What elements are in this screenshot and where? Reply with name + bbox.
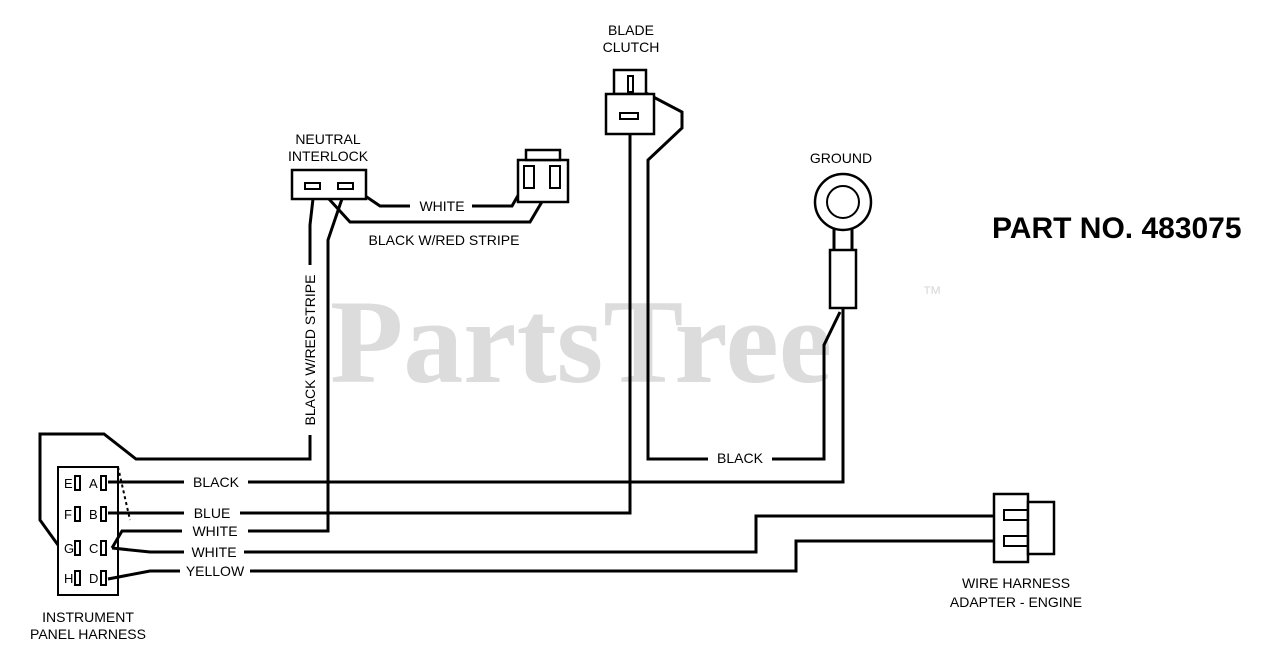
plug-slot-left	[523, 165, 535, 189]
pin-h-slot	[74, 570, 81, 586]
blade-clutch-label-line1: BLADE	[608, 22, 654, 38]
pin-e-label: E	[64, 476, 73, 491]
wire-label-white-top: WHITE	[419, 198, 464, 214]
engine-adapter-label-line2: ADAPTER - ENGINE	[950, 594, 1082, 610]
pin-c-label: C	[89, 541, 98, 556]
interlock-body	[290, 168, 368, 201]
watermark-text: PartsTree	[330, 275, 832, 408]
wire-label-white-c1: WHITE	[192, 523, 237, 539]
wire-yellow	[107, 569, 180, 581]
ground-label: GROUND	[810, 150, 872, 166]
wire-blue-b	[240, 124, 632, 515]
interlock-terminal-left	[304, 182, 321, 190]
wire-label-yellow: YELLOW	[186, 563, 245, 579]
pin-a-label: A	[89, 476, 98, 491]
watermark-trademark: ™	[922, 283, 942, 305]
engine-adapter-slot-top	[1003, 509, 1029, 521]
wire-black-a-b	[248, 308, 845, 484]
wire-black-ground-b	[639, 88, 708, 461]
engine-adapter-slot-bottom	[1003, 535, 1029, 547]
pin-f-label: F	[64, 507, 72, 522]
ground-sleeve	[828, 248, 858, 310]
pin-c-slot	[100, 540, 107, 556]
engine-adapter-right	[1026, 500, 1056, 556]
ground-ring-neck	[832, 228, 854, 250]
wire-yellow-b	[250, 539, 1010, 573]
blade-clutch-terminal-vertical	[627, 75, 634, 93]
instrument-connector-body	[57, 466, 119, 596]
blade-clutch-connector	[604, 68, 656, 136]
engine-adapter-left	[992, 492, 1030, 564]
pin-g-label: G	[64, 541, 74, 556]
pin-b-slot	[100, 506, 107, 522]
neutral-interlock-label-line2: INTERLOCK	[288, 148, 369, 164]
neutral-interlock-label-line1: NEUTRAL	[295, 131, 361, 147]
wire-white-c1-b	[248, 186, 348, 533]
wire-g-loop	[38, 432, 312, 546]
wire-black-red-vertical	[308, 189, 316, 265]
blade-clutch-terminal-horizontal	[619, 112, 639, 120]
engine-adapter-label-line1: WIRE HARNESS	[962, 575, 1070, 591]
interlock-terminal-right	[337, 182, 354, 190]
instrument-panel-connector: E F G H A B C D	[57, 466, 131, 596]
plug-top	[524, 148, 562, 162]
part-number: PART NO. 483075	[992, 212, 1242, 245]
engine-adapter-connector	[992, 492, 1056, 564]
wire-label-blue: BLUE	[194, 505, 231, 521]
interlock-plug-connector	[516, 148, 570, 204]
instrument-panel-label-line2: PANEL HARNESS	[30, 626, 146, 642]
ground-ring-terminal	[813, 172, 873, 310]
wire-label-white-c2: WHITE	[191, 544, 236, 560]
pin-h-label: H	[64, 571, 73, 586]
wire-labels: WHITE BLACK W/RED STRIPE BLACK W/RED STR…	[186, 198, 764, 579]
wire-label-black-ground: BLACK	[717, 450, 764, 466]
pin-a-slot	[100, 475, 107, 491]
pin-d-label: D	[89, 571, 98, 586]
pin-f-slot	[74, 506, 81, 522]
ground-ring-inner	[826, 185, 860, 219]
ground-ring-outer	[813, 172, 873, 232]
pin-g-slot	[74, 540, 81, 556]
wire-label-black-red-vertical: BLACK W/RED STRIPE	[302, 275, 318, 426]
blade-clutch-label-line2: CLUTCH	[603, 39, 660, 55]
wire-label-black-red-horizontal: BLACK W/RED STRIPE	[369, 232, 520, 248]
pin-e-slot	[74, 475, 81, 491]
wire-black-ground	[772, 311, 842, 461]
wire-white-c2-b	[244, 514, 1010, 554]
plug-slot-right	[549, 165, 561, 189]
wire-white-c1	[110, 529, 182, 549]
wire-white-c2	[111, 546, 184, 554]
pin-d-slot	[100, 570, 107, 586]
component-labels: BLADE CLUTCH NEUTRAL INTERLOCK GROUND WI…	[30, 22, 1082, 642]
neutral-interlock-switch	[290, 168, 368, 201]
pin-b-label: B	[89, 507, 98, 522]
wire-label-black-a: BLACK	[193, 474, 240, 490]
blade-clutch-top	[612, 68, 648, 96]
wires	[38, 88, 1010, 581]
instrument-panel-label-line1: INSTRUMENT	[42, 609, 134, 625]
